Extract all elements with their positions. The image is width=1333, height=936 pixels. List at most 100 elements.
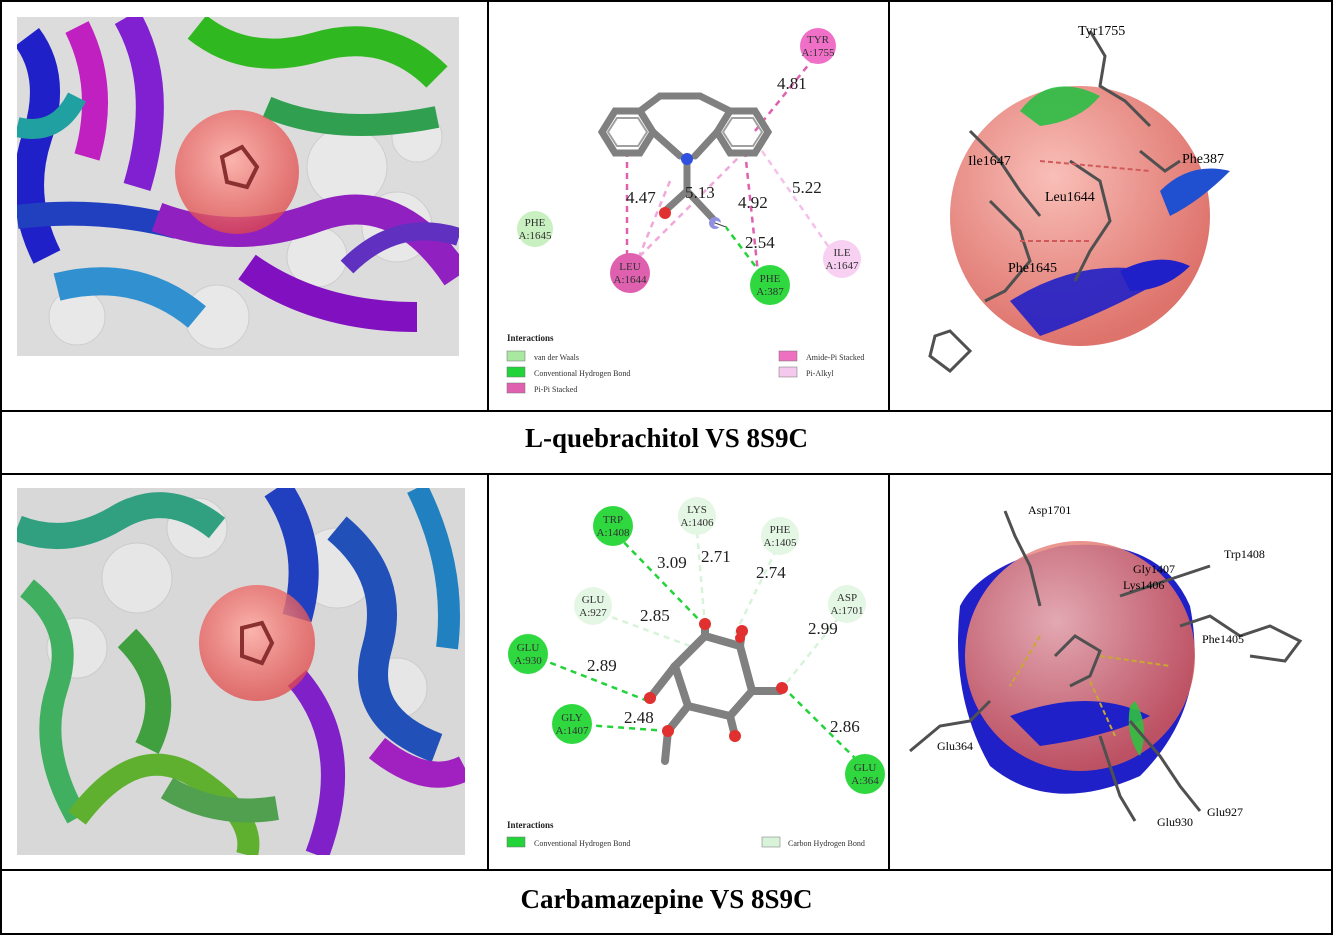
svg-text:ASP: ASP xyxy=(837,592,857,604)
svg-text:LEU: LEU xyxy=(619,261,640,273)
distance-label: 2.85 xyxy=(640,606,670,625)
distance-label: 5.13 xyxy=(685,183,715,202)
svg-text:ILE: ILE xyxy=(833,247,850,259)
svg-text:A:1408: A:1408 xyxy=(597,527,631,539)
residue-label: Trp1408 xyxy=(1224,547,1265,561)
distance-label: 2.99 xyxy=(808,619,838,638)
binding-pocket-3d-2: Asp1701 Gly1407 Lys1406 Trp1408 Phe1405 … xyxy=(890,476,1331,869)
legend: Interactions van der Waals Conventional … xyxy=(506,333,864,394)
ligand-structure xyxy=(646,620,784,765)
svg-text:A:1407: A:1407 xyxy=(556,725,590,737)
legend: Interactions Conventional Hydrogen Bond … xyxy=(506,820,865,848)
svg-text:A:387: A:387 xyxy=(756,286,784,298)
svg-text:TYR: TYR xyxy=(807,34,830,46)
interaction-line xyxy=(754,52,819,132)
svg-text:A:930: A:930 xyxy=(514,655,542,667)
interaction-line xyxy=(639,150,746,257)
residue-label: Glu364 xyxy=(937,739,973,753)
table-border xyxy=(0,933,1333,935)
residue-bubble: GLU A:930 xyxy=(508,634,548,674)
svg-text:A:1755: A:1755 xyxy=(802,47,836,59)
interaction-diagram-1: TYR A:1755 PHE A:1645 LEU A:1644 PHE A:3… xyxy=(490,1,888,410)
residue-bubble: TYR A:1755 xyxy=(800,28,836,64)
interaction-line xyxy=(779,615,841,692)
svg-text:Interactions: Interactions xyxy=(507,820,554,830)
svg-text:van der Waals: van der Waals xyxy=(534,353,579,362)
residue-bubble: GLU A:927 xyxy=(574,587,612,625)
svg-text:A:1644: A:1644 xyxy=(614,274,648,286)
binding-pocket-3d-1: Tyr1755 Ile1647 Phe387 Leu1644 Phe1645 xyxy=(890,1,1331,410)
table-border xyxy=(0,0,1333,2)
distance-label: 3.09 xyxy=(657,553,687,572)
distance-label: 2.71 xyxy=(701,547,731,566)
distance-label: 2.86 xyxy=(830,717,860,736)
residue-bubble: GLY A:1407 xyxy=(552,704,592,744)
svg-text:Amide-Pi Stacked: Amide-Pi Stacked xyxy=(806,353,864,362)
table-border xyxy=(0,869,1333,871)
svg-text:A:1701: A:1701 xyxy=(831,605,864,617)
interaction-line xyxy=(743,150,760,274)
residue-label: Asp1701 xyxy=(1028,503,1071,517)
table-border xyxy=(0,0,2,935)
residue-label: Glu927 xyxy=(1207,805,1243,819)
svg-text:Conventional Hydrogen Bond: Conventional Hydrogen Bond xyxy=(534,369,630,378)
residue-bubble: PHE A:1645 xyxy=(517,211,553,247)
svg-text:PHE: PHE xyxy=(760,273,781,285)
svg-text:GLU: GLU xyxy=(854,762,877,774)
residue-label: Phe1405 xyxy=(1202,632,1244,646)
residue-label: Gly1407 xyxy=(1133,562,1175,576)
distance-label: 4.81 xyxy=(777,74,807,93)
residue-bubble: TRP A:1408 xyxy=(593,506,633,546)
svg-text:GLU: GLU xyxy=(517,642,540,654)
residue-label: Leu1644 xyxy=(1045,190,1095,205)
svg-text:A:1645: A:1645 xyxy=(519,230,553,242)
svg-text:GLY: GLY xyxy=(561,712,583,724)
svg-text:TRP: TRP xyxy=(603,514,623,526)
residue-bubble: GLU A:364 xyxy=(845,754,885,794)
distance-label: 4.47 xyxy=(626,188,656,207)
distance-label: 2.74 xyxy=(756,563,786,582)
svg-text:A:1406: A:1406 xyxy=(681,517,715,529)
svg-text:Interactions: Interactions xyxy=(507,333,554,343)
residue-bubble: PHE A:387 xyxy=(750,265,790,305)
interaction-line xyxy=(733,545,780,635)
table-border xyxy=(0,410,1333,412)
table-border xyxy=(888,474,890,870)
interaction-line xyxy=(636,180,672,260)
svg-text:A:1647: A:1647 xyxy=(826,260,860,272)
interaction-line xyxy=(612,530,706,627)
svg-text:A:1405: A:1405 xyxy=(764,537,798,549)
interaction-line xyxy=(532,654,649,703)
protein-overview-2 xyxy=(17,488,465,855)
ligand-structure xyxy=(597,92,773,225)
residue-bubble: ASP A:1701 xyxy=(828,585,866,623)
interaction-line xyxy=(695,530,707,627)
svg-text:LYS: LYS xyxy=(687,504,707,516)
distance-label: 2.48 xyxy=(624,708,654,727)
svg-text:Conventional Hydrogen Bond: Conventional Hydrogen Bond xyxy=(534,839,630,848)
residue-label: Ile1647 xyxy=(968,154,1011,169)
residue-label: Glu930 xyxy=(1157,815,1193,829)
table-border xyxy=(0,473,1333,475)
svg-text:A:364: A:364 xyxy=(851,775,879,787)
residue-bubble: LEU A:1644 xyxy=(610,253,650,293)
distance-label: 5.22 xyxy=(792,178,822,197)
svg-text:GLU: GLU xyxy=(582,594,605,606)
distance-label: 4.92 xyxy=(738,193,768,212)
distance-label: 2.54 xyxy=(745,233,775,252)
svg-text:Pi-Pi Stacked: Pi-Pi Stacked xyxy=(534,385,577,394)
residue-label: Lys1406 xyxy=(1123,578,1164,592)
caption: L-quebrachitol VS 8S9C xyxy=(524,423,809,453)
residue-bubble: LYS A:1406 xyxy=(678,497,716,535)
residue-label: Tyr1755 xyxy=(1078,24,1125,39)
svg-text:Pi-Alkyl: Pi-Alkyl xyxy=(806,369,834,378)
svg-text:Carbon Hydrogen Bond: Carbon Hydrogen Bond xyxy=(788,839,865,848)
residue-bubble: ILE A:1647 xyxy=(823,240,861,278)
interaction-line xyxy=(594,609,691,648)
table-border xyxy=(487,474,489,870)
residue-label: Phe1645 xyxy=(1008,261,1057,276)
svg-text:A:927: A:927 xyxy=(579,607,607,619)
table-border xyxy=(888,0,890,411)
svg-text:PHE: PHE xyxy=(770,524,791,536)
